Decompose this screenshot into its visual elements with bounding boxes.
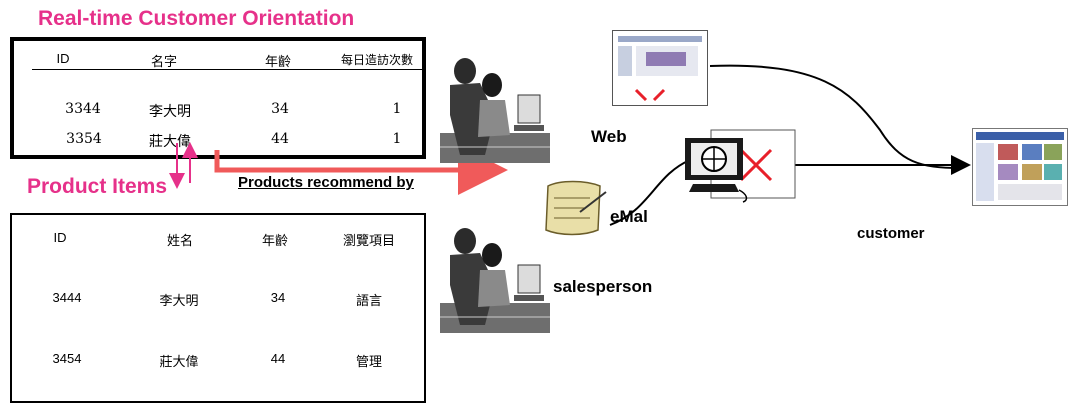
t1-header-visits: 每日造訪次數	[340, 53, 414, 67]
computer-globe-icon	[685, 129, 796, 203]
title-realtime: Real-time Customer Orientation	[38, 7, 355, 30]
t2-header-id: ID	[53, 230, 67, 245]
t1-row2-name: 莊大偉	[149, 134, 191, 150]
recommend-label: Products recommend by	[238, 174, 414, 191]
web-label: Web	[591, 127, 627, 146]
t1-row2-id: 3354	[66, 131, 102, 147]
t2-row1-id: 3444	[52, 290, 82, 305]
t2-row2-browse: 管理	[355, 355, 383, 370]
connector-arrows	[169, 64, 971, 226]
customer-label: customer	[857, 225, 925, 242]
email-curve	[609, 159, 691, 226]
t2-row1-age: 34	[270, 290, 286, 305]
t1-row1-id: 3344	[65, 101, 101, 117]
t1-header-name: 名字	[150, 55, 178, 70]
salesperson-label: salesperson	[553, 277, 653, 296]
t2-row2-name: 莊大偉	[159, 355, 199, 370]
email-label: eMal	[610, 207, 648, 226]
t1-row2-age: 44	[271, 131, 289, 147]
recommend-arrow	[214, 145, 508, 195]
t1-row1-name: 李大明	[149, 104, 191, 120]
customer-table: ID 名字 年齡 每日造訪次數 3344 李大明 34 1 3354 莊大偉 4…	[10, 37, 426, 159]
t1-header-divider	[32, 69, 426, 70]
email-scroll-icon	[545, 180, 607, 236]
t2-row2-age: 44	[270, 351, 286, 366]
people-at-computer-icon-2	[440, 228, 550, 333]
t2-header-name: 姓名	[166, 234, 194, 249]
people-at-computer-icon	[440, 58, 550, 163]
web-page-icon	[612, 30, 708, 106]
t1-header-age: 年齡	[264, 55, 292, 70]
product-table: ID 姓名 年齡 瀏覽項目 3444 李大明 34 語言 3454 莊大偉 44…	[10, 213, 426, 403]
customer-webpage-icon	[972, 128, 1068, 206]
t2-header-browse: 瀏覽項目	[342, 234, 396, 249]
t2-header-age: 年齡	[261, 234, 289, 249]
t1-header-id: ID	[56, 51, 70, 66]
t1-row1-age: 34	[271, 101, 289, 117]
t2-row2-id: 3454	[52, 351, 82, 366]
t2-row1-browse: 語言	[355, 294, 383, 309]
t2-row1-name: 李大明	[159, 294, 199, 309]
title-product-items: Product Items	[27, 175, 168, 198]
t1-row1-visits: 1	[392, 101, 402, 117]
t1-row2-visits: 1	[392, 131, 402, 147]
